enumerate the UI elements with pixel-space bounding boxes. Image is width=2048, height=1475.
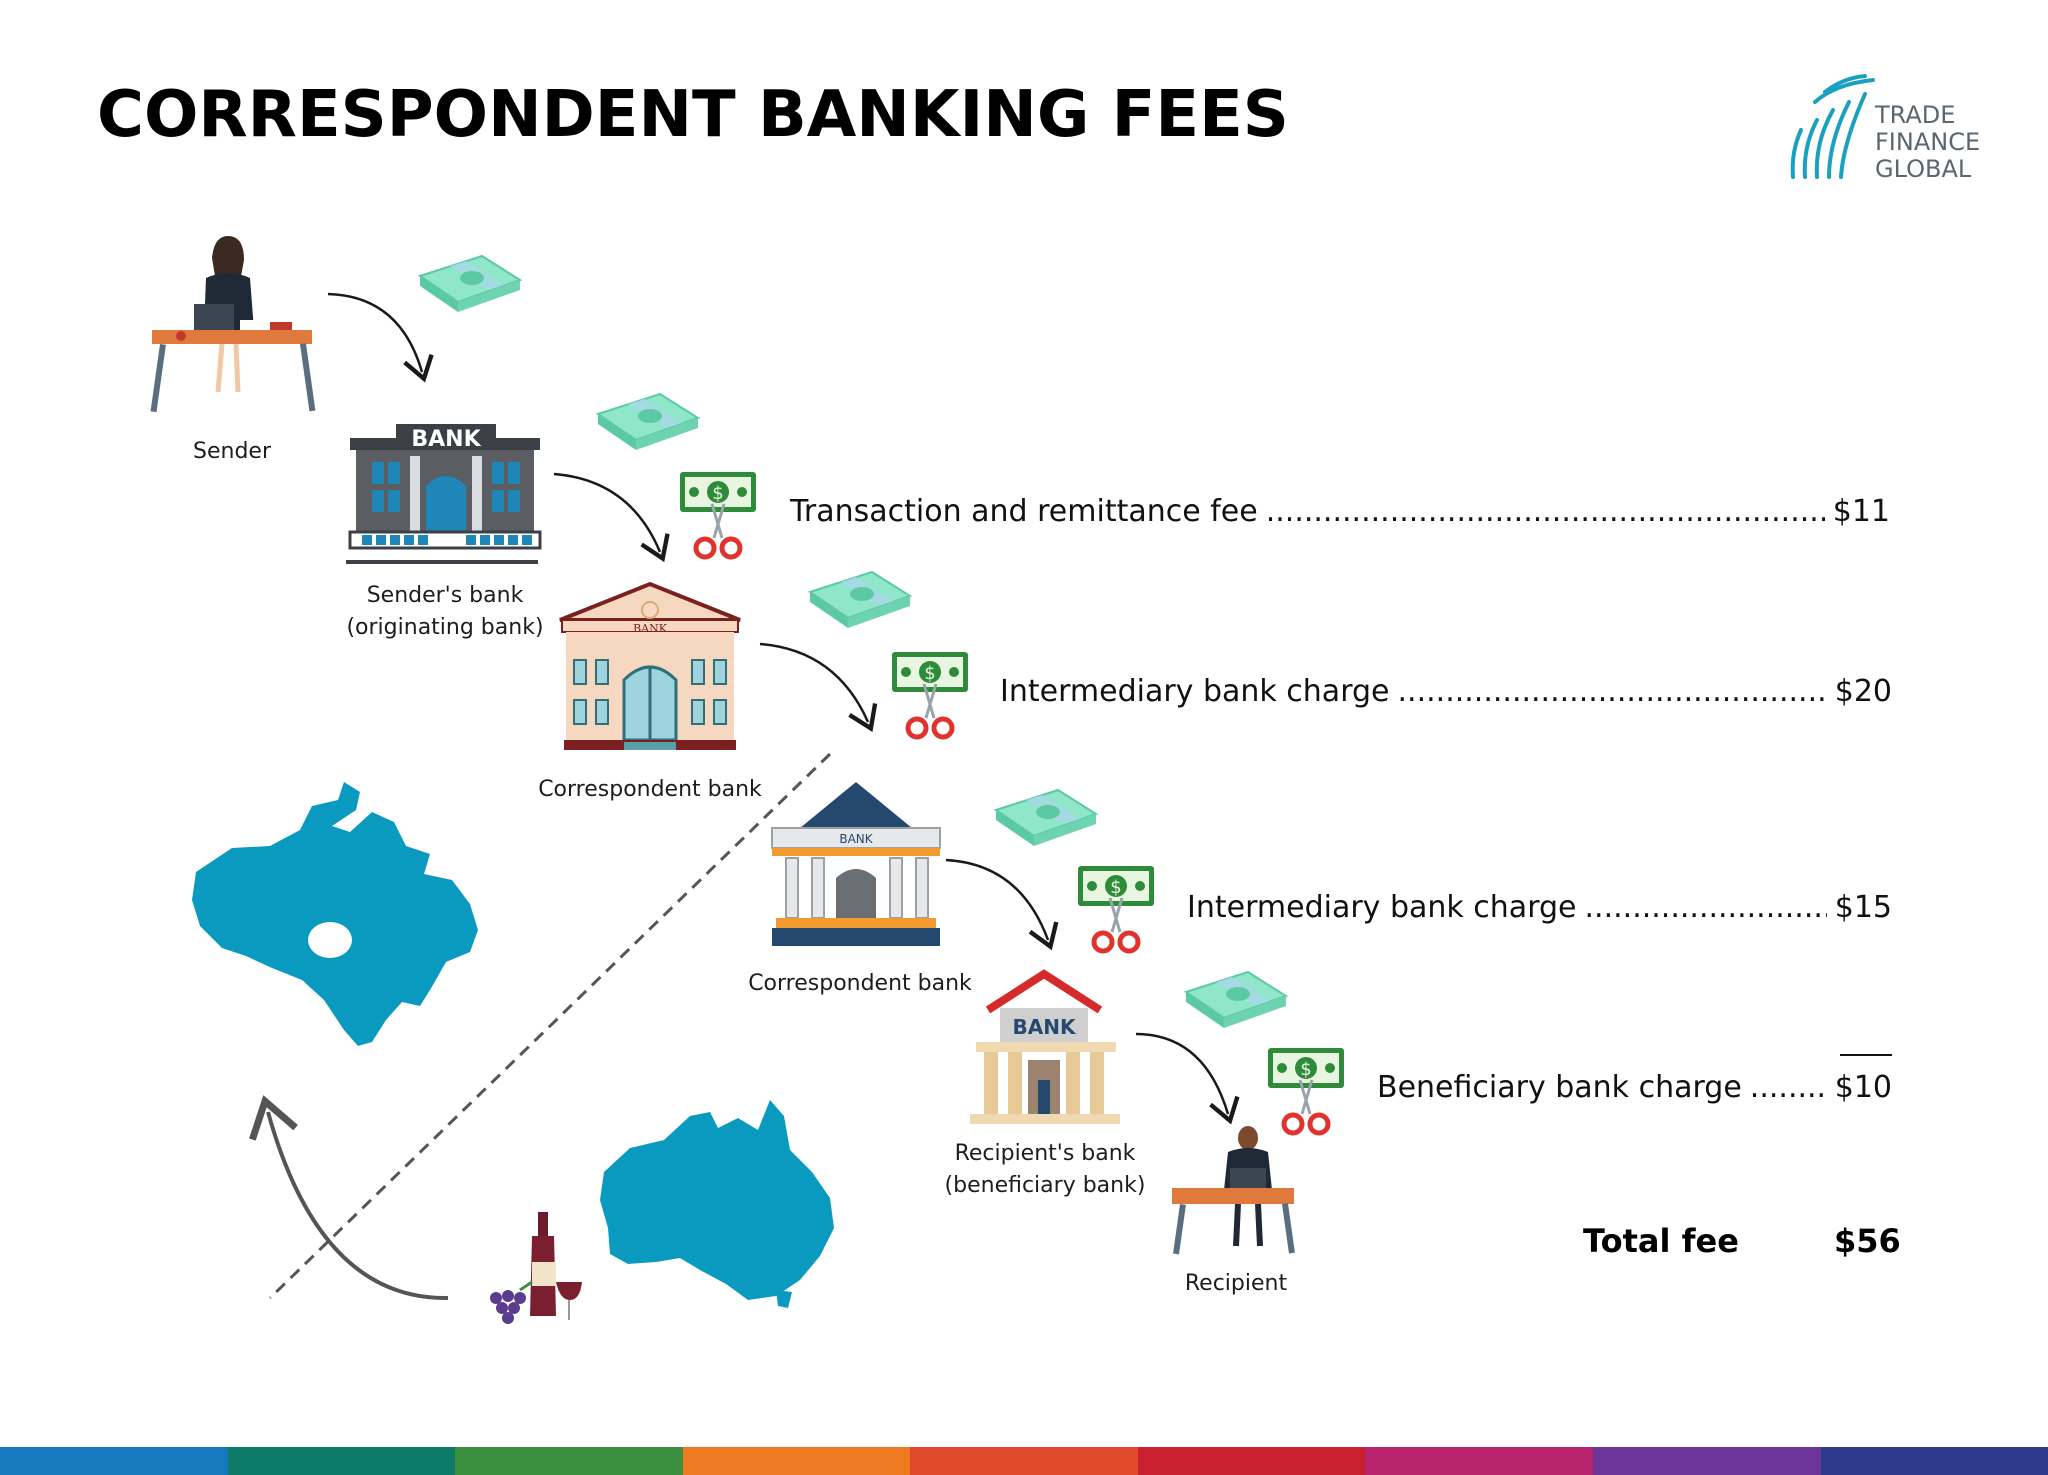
- total-fee-label: Total fee: [1583, 1222, 1739, 1260]
- color-band: [455, 1447, 683, 1475]
- fee-row: Intermediary bank charge $20: [1000, 674, 1892, 709]
- fee-label: Transaction and remittance fee: [790, 494, 1258, 529]
- sum-rule: [1840, 1054, 1892, 1056]
- fee-amount: $15: [1834, 890, 1892, 925]
- bill-icon: [1078, 866, 1154, 906]
- money-stack-icon: [1185, 971, 1287, 1029]
- color-band: [0, 1447, 228, 1475]
- correspondent-bank-2-label: Correspondent bank: [748, 971, 972, 996]
- fee-dots: [1585, 890, 1827, 925]
- sender-illustration: [150, 236, 316, 413]
- fee-amount: $20: [1834, 674, 1892, 709]
- recipients-bank-label-line2: (beneficiary bank): [944, 1173, 1146, 1198]
- flow-arrow: [327, 292, 434, 383]
- recipients-bank-building: BANK: [970, 969, 1120, 1124]
- recipient-label: Recipient: [1184, 1271, 1288, 1296]
- color-band: [227, 1447, 456, 1475]
- recipients-bank-label-line1: Recipient's bank: [954, 1141, 1136, 1166]
- return-arrow: [249, 1095, 449, 1301]
- dashed-divider: [268, 752, 832, 1300]
- fee-label: Beneficiary bank charge: [1377, 1070, 1742, 1105]
- bottom-color-bar: [0, 1447, 2048, 1475]
- logo-line-global: GLOBAL: [1875, 155, 1972, 183]
- money-stack-icon: [809, 571, 911, 629]
- recipients-bank-label: Recipient's bank (beneficiary bank): [920, 1138, 1170, 1202]
- correspondent-bank-1-sign: BANK: [633, 622, 668, 635]
- bill-icon: [680, 472, 756, 512]
- correspondent-bank-1-building: BANK: [559, 581, 741, 750]
- page-title: CORRESPONDENT BANKING FEES: [97, 78, 1289, 152]
- flow-arrow: [759, 642, 878, 732]
- recipients-bank-sign: BANK: [1013, 1015, 1077, 1039]
- fee-dots: [1750, 1070, 1827, 1105]
- logo-line-trade: TRADE: [1875, 101, 1956, 129]
- color-band: [1820, 1447, 2048, 1475]
- correspondent-bank-2-building: BANK: [771, 782, 941, 946]
- senders-bank-label: Sender's bank (originating bank): [330, 580, 560, 644]
- color-band: [910, 1447, 1138, 1475]
- color-band: [1365, 1447, 1593, 1475]
- logo-text: TRADE FINANCE GLOBAL: [1875, 102, 1980, 183]
- fee-row: Intermediary bank charge $15: [1187, 890, 1892, 925]
- logo-mark-icon: [1790, 74, 1875, 179]
- senders-bank-building: BANK: [346, 424, 542, 564]
- bill-icon: [892, 652, 968, 692]
- flow-arrow: [1135, 1032, 1240, 1125]
- fee-dots: [1398, 674, 1827, 709]
- senders-bank-sign: BANK: [411, 427, 481, 452]
- correspondent-bank-2-sign: BANK: [839, 832, 873, 846]
- money-stack-icon: [419, 255, 521, 313]
- fee-dots: [1266, 494, 1825, 529]
- trade-finance-global-logo: TRADE FINANCE GLOBAL: [1785, 72, 1985, 187]
- flow-arrow: [945, 858, 1059, 951]
- australia-map-icon: [600, 1100, 834, 1300]
- fee-amount: $10: [1834, 1070, 1892, 1105]
- fee-label: Intermediary bank charge: [1187, 890, 1577, 925]
- sender-label: Sender: [193, 439, 271, 464]
- color-band: [682, 1447, 911, 1475]
- wine-illustration: [490, 1212, 582, 1324]
- color-band: [1137, 1447, 1366, 1475]
- bill-icon: [1268, 1048, 1344, 1088]
- flow-arrow: [553, 472, 670, 563]
- canada-map-icon: [192, 782, 478, 1046]
- money-stack-icon: [995, 789, 1097, 847]
- logo-line-finance: FINANCE: [1875, 128, 1981, 156]
- recipient-illustration: [1172, 1126, 1295, 1255]
- fee-amount: $11: [1832, 494, 1890, 529]
- diagram-canvas: $ BANK: [150, 236, 1344, 1324]
- money-stack-icon: [597, 393, 699, 451]
- senders-bank-label-line2: (originating bank): [346, 615, 544, 640]
- fee-row: Beneficiary bank charge $10: [1377, 1070, 1892, 1105]
- senders-bank-label-line1: Sender's bank: [366, 583, 524, 608]
- fee-row: Transaction and remittance fee $11: [790, 494, 1890, 529]
- correspondent-bank-1-label: Correspondent bank: [538, 777, 762, 802]
- fee-label: Intermediary bank charge: [1000, 674, 1390, 709]
- total-fee-amount: $56: [1834, 1222, 1901, 1260]
- color-band: [1592, 1447, 1821, 1475]
